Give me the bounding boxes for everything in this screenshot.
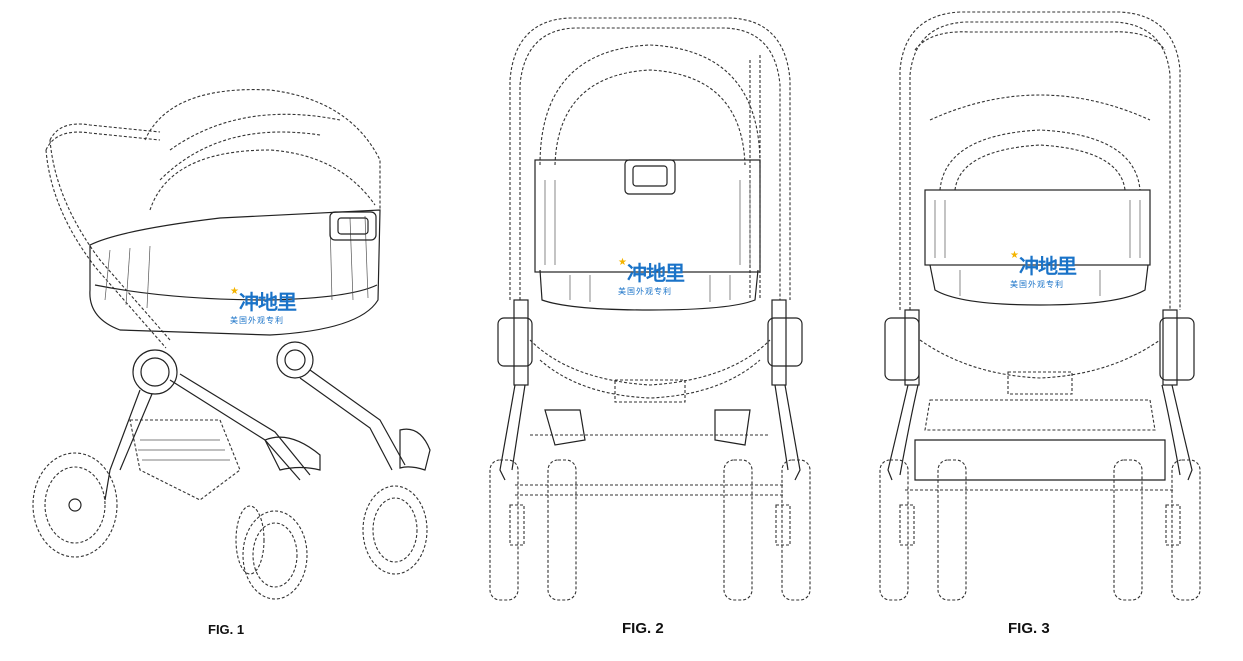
stroller-front-drawing [489,17,811,601]
figure-2-caption: FIG. 2 [622,620,664,637]
watermark-logo: 冲地里 [626,263,685,285]
watermark-subtitle: 美国外观专利 [1010,280,1064,289]
figure-3-caption: FIG. 3 [1008,620,1050,637]
watermark-star-icon: ★ [230,286,239,297]
figure-2: ★冲地里 美国外观专利 FIG. 2 [470,0,830,637]
figure-1: ★冲地里 美国外观专利 FIG. 1 [20,0,440,637]
watermark-star-icon: ★ [618,257,627,268]
figure-3: ★冲地里 美国外观专利 FIG. 3 [860,0,1220,637]
watermark-subtitle: 美国外观专利 [618,287,672,296]
watermark-logo: 冲地里 [238,292,297,314]
stroller-rear-drawing [879,11,1201,601]
watermark: ★冲地里 美国外观专利 [1010,250,1077,290]
figure-1-caption: FIG. 1 [208,622,245,637]
watermark: ★冲地里 美国外观专利 [230,286,297,326]
watermark-logo: 冲地里 [1018,256,1077,278]
watermark-star-icon: ★ [1010,250,1019,261]
watermark: ★冲地里 美国外观专利 [618,257,685,297]
stroller-perspective-drawing [32,89,431,600]
watermark-subtitle: 美国外观专利 [230,316,284,325]
